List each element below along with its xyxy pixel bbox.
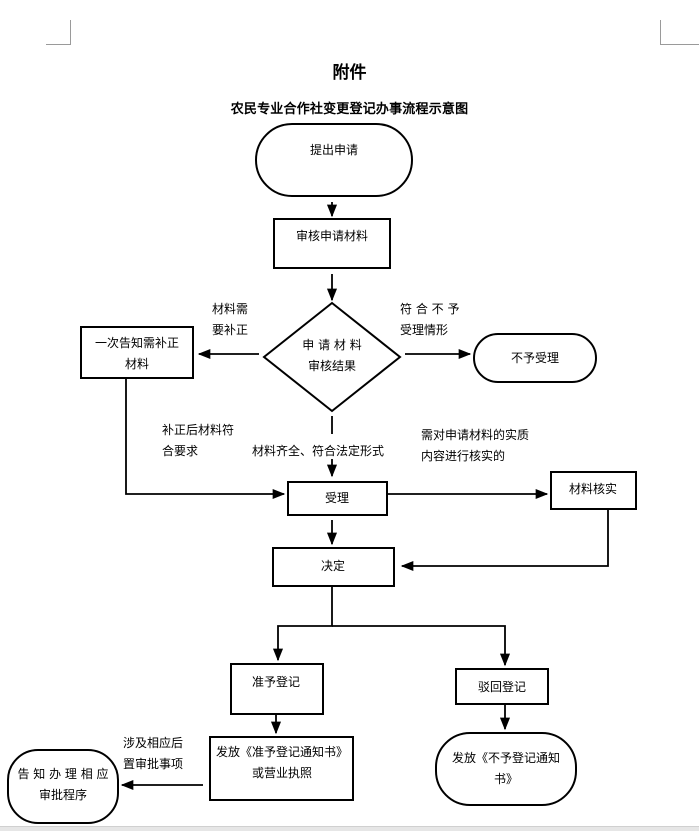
edge-decide-split [272, 586, 333, 662]
edge-label-line: 需对申请材料的实质 [421, 427, 529, 442]
node-box [272, 547, 395, 587]
node-label-line: 准予登记 [252, 674, 300, 689]
process-node-verify-materials: 材料核实 [550, 471, 637, 510]
edge-label-line: 合要求 [162, 443, 198, 458]
node-label-line: 申 请 材 料 [302, 338, 361, 352]
node-terminal-shape [473, 333, 597, 383]
edge-label-line: 材料需 [212, 302, 248, 316]
edge-label-line: 内容进行核实的 [421, 448, 505, 463]
node-label-line: 审核结果 [308, 358, 356, 373]
edge-label-materials-complete: 材料齐全、符合法定形式 [252, 443, 384, 458]
process-node-review-materials: 审核申请材料 [273, 218, 391, 269]
node-label-line: 驳回登记 [478, 679, 526, 694]
window-bottom-edge [0, 826, 699, 831]
node-label-line: 审核申请材料 [296, 228, 368, 243]
node-label-line: 材料 [125, 357, 149, 371]
node-box [230, 663, 324, 715]
attachment-label: 附件 [332, 63, 367, 83]
node-label-line: 发放《不予登记通知 [452, 750, 560, 765]
node-box [455, 668, 549, 705]
end-node-not-accepted: 不予受理 [473, 333, 597, 383]
node-label-line: 一次告知需补正 [95, 336, 179, 350]
page-corner-mark-left [46, 20, 71, 45]
edge-label-line: 补正后材料符 [162, 422, 234, 437]
start-node-submit-application: 提出申请 [255, 123, 413, 197]
process-node-accept: 受理 [287, 481, 388, 516]
node-diamond [262, 301, 402, 413]
node-terminal-shape [255, 123, 413, 197]
node-box [273, 218, 391, 269]
node-label-line: 告 知 办 理 相 应 [17, 766, 108, 781]
node-label-line: 受理 [325, 491, 349, 505]
node-label-line: 提出申请 [310, 142, 358, 157]
node-label-line: 发放《准予登记通知书》 [216, 744, 348, 759]
node-terminal-shape [7, 749, 119, 824]
node-box [209, 736, 354, 801]
process-node-issue-approval-notice: 发放《准予登记通知书》或营业执照 [209, 736, 354, 801]
node-label-line: 书》 [494, 772, 518, 786]
node-label-line: 或营业执照 [252, 766, 312, 780]
edge-label-line: 涉及相应后 [123, 735, 183, 750]
node-terminal-shape [435, 732, 577, 806]
edge-label-line: 置审批事项 [123, 756, 183, 771]
node-box [80, 326, 194, 379]
edge-label-line: 受理情形 [400, 323, 448, 337]
edge-label-line: 符 合 不 予 [400, 301, 459, 316]
edge-decide-to-deny [332, 625, 511, 667]
page-corner-mark-right [660, 20, 699, 45]
edge-label-line: 要补正 [212, 323, 248, 337]
node-label-line: 决定 [321, 558, 345, 573]
process-node-reject-registration: 驳回登记 [455, 668, 549, 705]
document-title: 农民专业合作社变更登记办事流程示意图 [230, 102, 469, 117]
process-node-approve-registration: 准予登记 [230, 663, 324, 715]
node-box [550, 471, 637, 510]
node-label-line: 材料核实 [569, 481, 617, 496]
edge-label-line: 材料齐全、符合法定形式 [252, 443, 384, 458]
node-label-line: 不予受理 [511, 351, 559, 365]
node-box [287, 481, 388, 516]
process-node-decide: 决定 [272, 547, 395, 587]
edge-notify-to-accept [125, 378, 286, 500]
edge-verify-to-decide [400, 509, 609, 572]
node-label-line: 审批程序 [39, 787, 87, 802]
